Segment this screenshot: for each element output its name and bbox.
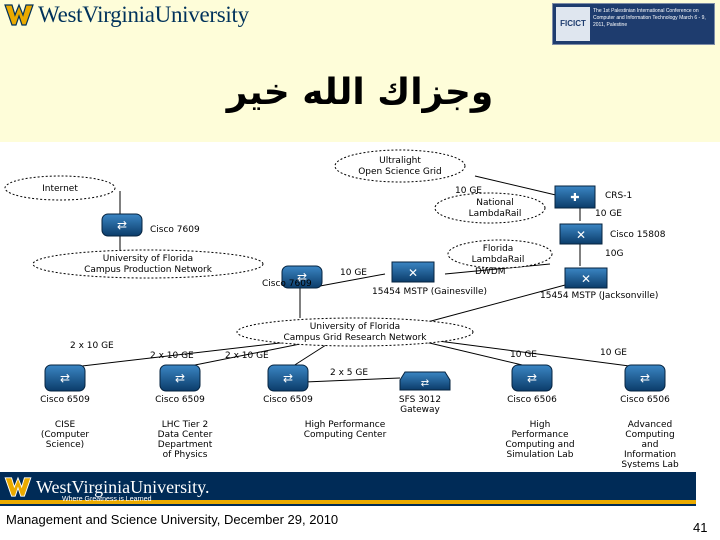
node-caption: Gateway: [400, 405, 440, 415]
node-caption: High Performance: [305, 420, 386, 430]
svg-text:⇄: ⇄: [640, 371, 650, 385]
link-label: 10 GE: [510, 350, 537, 360]
bottom-gateway-sfs: ⇄ SFS 3012 Gateway: [399, 371, 451, 415]
link-label: 10 GE: [455, 186, 482, 196]
link-label: 2 x 10 GE: [70, 341, 114, 351]
device-label: 15454 MSTP (Jacksonville): [540, 291, 658, 301]
conference-text: The 1st Palestinian International Confer…: [593, 8, 706, 28]
network-diagram: Internet Ultralight Open Science Grid Na…: [0, 146, 720, 468]
svg-text:✕: ✕: [576, 228, 586, 242]
node-caption: Data Center: [158, 430, 213, 440]
flying-wv-icon: [4, 3, 34, 26]
link-label: 2 x 10 GE: [150, 351, 194, 361]
header-area: WestVirginiaUniversity FICICT The 1st Pa…: [0, 0, 720, 142]
svg-text:⇄: ⇄: [297, 270, 307, 284]
footer-wvu-name: WestVirginiaUniversity.: [36, 476, 210, 497]
switch-icon: ✚: [554, 185, 596, 209]
svg-text:⇄: ⇄: [175, 371, 185, 385]
cloud-label: Ultralight: [379, 156, 421, 166]
cloud-label: LambdaRail: [472, 255, 525, 265]
node-caption: Computing and: [505, 440, 574, 450]
cloud-campus-grid: University of Florida Campus Grid Resear…: [236, 317, 474, 347]
cloud-label: LambdaRail: [469, 209, 522, 219]
cloud-label: University of Florida: [103, 254, 193, 264]
svg-text:✕: ✕: [581, 272, 591, 286]
wvu-logo: WestVirginiaUniversity: [4, 2, 249, 28]
link-label: 2 x 10 GE: [225, 351, 269, 361]
node-caption: of Physics: [163, 450, 208, 460]
cloud-label: Campus Production Network: [84, 265, 213, 275]
device-label: Cisco 7609: [150, 225, 200, 235]
cloud-label: Open Science Grid: [358, 167, 442, 177]
svg-text:✕: ✕: [408, 266, 418, 280]
node-caption: Systems Lab: [621, 460, 679, 468]
cloud-label: National: [476, 198, 514, 208]
node-caption: Performance: [511, 430, 568, 440]
cloud-internet: Internet: [4, 175, 116, 201]
device-label: Cisco 6506: [620, 395, 670, 405]
device-label: SFS 3012: [399, 395, 441, 405]
cloud-label: Florida: [483, 244, 514, 254]
flying-wv-icon: [4, 476, 32, 497]
device-label: Cisco 6509: [40, 395, 90, 405]
node-caption: Advanced: [628, 420, 672, 430]
bottom-router-cise: ⇄ Cisco 6509 CISE (Computer Science): [40, 364, 90, 450]
node-caption: Computing: [625, 430, 674, 440]
optical-switch-icon: ✕: [391, 261, 435, 283]
wvu-name: WestVirginiaUniversity: [38, 2, 249, 27]
node-caption: Computing Center: [304, 430, 387, 440]
node-caption: Department: [158, 440, 213, 450]
bottom-router-lhc: ⇄ Cisco 6509 LHC Tier 2 Data Center Depa…: [155, 364, 213, 460]
node-caption: Information: [624, 450, 676, 460]
footer-tagline: Where Greatness is Learned: [62, 496, 152, 503]
svg-text:✚: ✚: [570, 191, 579, 204]
bottom-router-hpcsl: ⇄ Cisco 6506 High Performance Computing …: [505, 364, 575, 460]
device-label: Cisco 15808: [610, 230, 666, 240]
footer-wvu-logo: WestVirginiaUniversity. Where Greatness …: [4, 476, 210, 503]
link-label: 10G: [605, 249, 623, 259]
device-label: Cisco 6509: [263, 395, 313, 405]
cloud-label: Campus Grid Research Network: [283, 333, 427, 343]
bottom-router-acis: ⇄ Cisco 6506 Advanced Computing and Info…: [620, 364, 679, 468]
device-label: Cisco 6506: [507, 395, 557, 405]
svg-text:⇄: ⇄: [60, 371, 70, 385]
svg-text:⇄: ⇄: [283, 371, 293, 385]
node-caption: LHC Tier 2: [162, 420, 208, 430]
cloud-label: Internet: [42, 184, 78, 194]
device-label: 15454 MSTP (Gainesville): [372, 287, 487, 297]
bottom-router-hpc: ⇄ Cisco 6509 High Performance Computing …: [263, 364, 387, 440]
link-label: 10 GE: [340, 268, 367, 278]
cloud-ultralight: Ultralight Open Science Grid: [334, 149, 466, 183]
optical-switch-icon: ✕: [559, 223, 603, 245]
device-label: Cisco 6509: [155, 395, 205, 405]
cloud-nlr: National LambdaRail: [434, 192, 546, 224]
node-caption: High: [530, 420, 551, 430]
conference-badge: FICICT: [556, 7, 590, 41]
footer-gold-stripe: [0, 500, 696, 504]
svg-text:⇄: ⇄: [421, 378, 429, 389]
cloud-label: University of Florida: [310, 322, 400, 332]
link-label: 10 GE: [595, 209, 622, 219]
page-number: 41: [693, 520, 708, 535]
node-caption: CISE: [55, 420, 76, 430]
svg-text:⇄: ⇄: [117, 218, 127, 232]
svg-text:⇄: ⇄: [527, 371, 537, 385]
footer-caption: Management and Science University, Decem…: [6, 512, 339, 527]
device-label: DWDM: [475, 267, 506, 277]
conference-logo: FICICT The 1st Palestinian International…: [552, 3, 715, 45]
link-label: 10 GE: [600, 348, 627, 358]
node-caption: (Computer: [41, 430, 90, 440]
router-icon: ⇄: [281, 265, 323, 289]
node-caption: Simulation Lab: [506, 450, 573, 460]
device-label: CRS-1: [605, 191, 632, 201]
cloud-campus-production: University of Florida Campus Production …: [32, 249, 264, 279]
slide-title: وجزاك الله خير: [226, 72, 494, 113]
router-icon: ⇄: [101, 213, 143, 237]
link-label: 2 x 5 GE: [330, 368, 368, 378]
device-label: Cisco 7609: [262, 279, 312, 289]
cloud-flr: Florida LambdaRail: [447, 239, 553, 269]
node-caption: Science): [46, 440, 84, 450]
optical-switch-icon: ✕: [564, 267, 608, 289]
node-caption: and: [642, 440, 659, 450]
